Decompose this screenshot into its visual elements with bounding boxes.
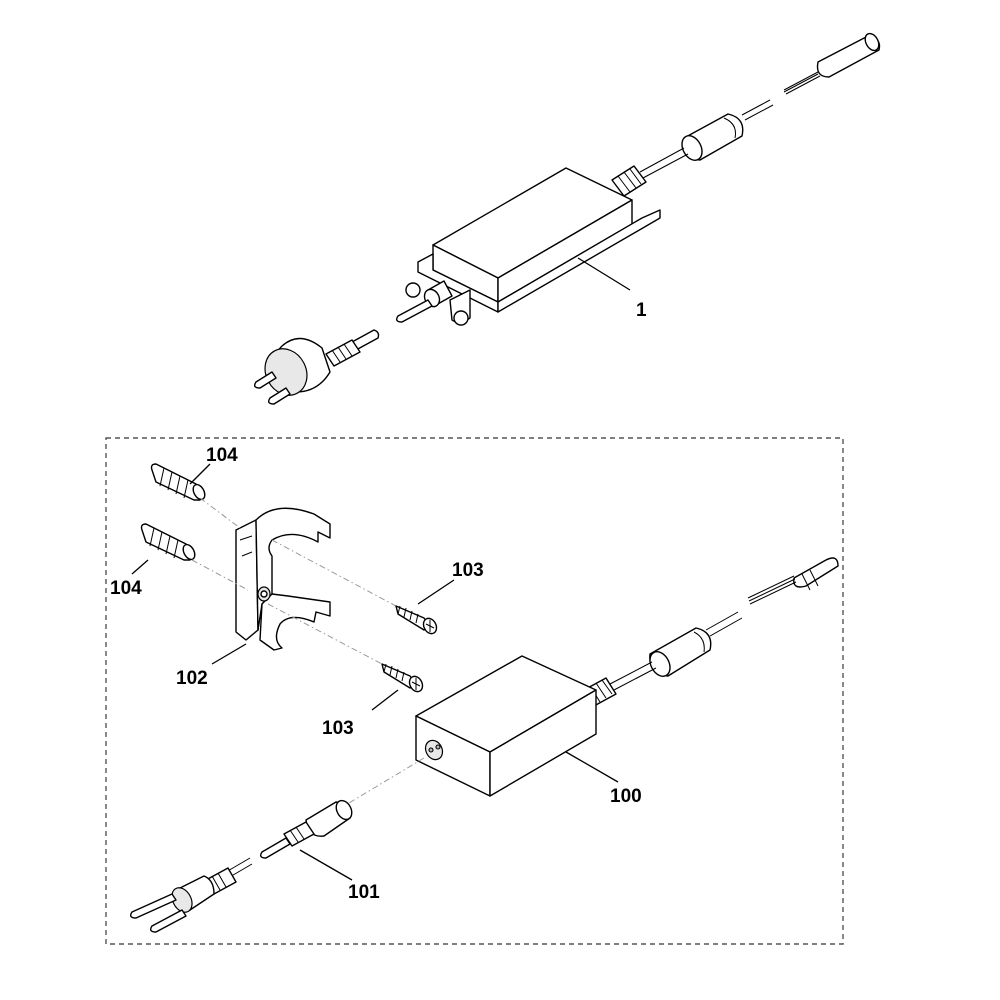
ferrite-core-top <box>681 113 744 161</box>
callout-1: 1 <box>636 300 647 321</box>
power-supply-unit-1 <box>395 32 881 326</box>
callout-101: 101 <box>348 882 380 903</box>
mains-plug-top <box>253 329 380 405</box>
callout-104-lower: 104 <box>110 578 142 599</box>
screw-103-upper <box>395 605 438 635</box>
wall-bracket-102 <box>235 507 331 651</box>
dc-output-connector <box>783 32 881 95</box>
callout-103-upper: 103 <box>452 560 484 581</box>
screw-103-lower <box>381 663 424 693</box>
kit-boundary-frame <box>105 437 844 945</box>
power-cord-101 <box>129 799 353 933</box>
wall-plug-104-lower <box>140 523 196 561</box>
callout-102: 102 <box>176 668 208 689</box>
wall-plug-104-upper <box>150 463 206 501</box>
callout-100: 100 <box>610 786 642 807</box>
callout-104-upper: 104 <box>206 445 238 466</box>
power-supply-100 <box>415 557 839 797</box>
callout-103-lower: 103 <box>322 718 354 739</box>
